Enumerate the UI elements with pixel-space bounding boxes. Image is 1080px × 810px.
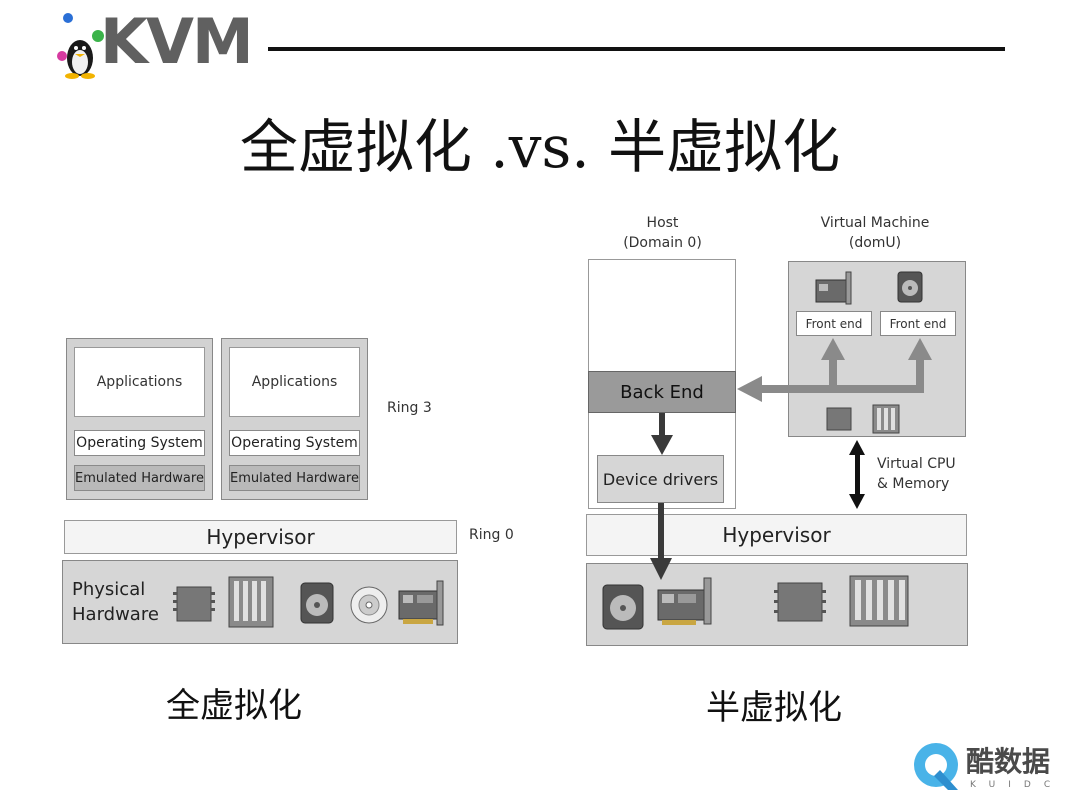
- vm-2: Applications Operating System Emulated H…: [221, 338, 368, 500]
- watermark-logo: 酷数据 KUIDC: [912, 738, 1072, 798]
- vm-1: Applications Operating System Emulated H…: [66, 338, 213, 500]
- network-card-icon: [398, 580, 444, 626]
- vm-hard-disk-icon: [897, 271, 923, 303]
- applications-box-1: Applications: [74, 347, 205, 417]
- ring3-label: Ring 3: [387, 400, 432, 416]
- kvm-logo: [48, 10, 108, 80]
- hard-disk-icon: [300, 582, 334, 624]
- hypervisor-box-full: Hypervisor: [64, 520, 457, 554]
- vm-memory-icon: [872, 404, 900, 434]
- device-drivers-box: Device drivers: [597, 455, 724, 503]
- full-virt-caption: 全虚拟化: [166, 686, 302, 726]
- phys-network-card-icon: [657, 577, 712, 625]
- emulated-hardware-box-2: Emulated Hardware: [229, 465, 360, 491]
- frontend-to-backend-arrows: [737, 338, 932, 402]
- front-end-box-1: Front end: [796, 311, 872, 336]
- virtual-cpu-memory-label: Virtual CPU & Memory: [877, 456, 956, 492]
- header-rule: [268, 47, 1005, 51]
- virtual-machine-label: Virtual Machine (domU): [820, 215, 930, 251]
- os-box-1: Operating System: [74, 430, 205, 456]
- watermark-q-icon: [914, 743, 958, 790]
- back-end-box: Back End: [588, 371, 736, 413]
- hardware-icons: [173, 576, 444, 628]
- physical-hardware-box: Physical Hardware: [62, 560, 458, 644]
- watermark-sub: KUIDC: [970, 780, 1064, 790]
- vm-network-card-icon: [815, 271, 852, 305]
- vcpu-double-arrow: [849, 440, 865, 509]
- vm-cpu-chip-icon: [826, 407, 852, 431]
- memory-icon: [228, 576, 274, 628]
- cd-disc-icon: [350, 586, 388, 624]
- emulated-hardware-box-1: Emulated Hardware: [74, 465, 205, 491]
- os-box-2: Operating System: [229, 430, 360, 456]
- ring0-label: Ring 0: [469, 527, 514, 543]
- hypervisor-box-para: Hypervisor: [586, 514, 967, 556]
- cpu-chip-icon: [173, 586, 215, 622]
- para-virt-caption: 半虚拟化: [706, 688, 842, 728]
- page-title: 全虚拟化 .vs. 半虚拟化: [239, 113, 841, 181]
- host-label: Host (Domain 0): [623, 215, 702, 251]
- phys-memory-icon: [849, 575, 909, 627]
- watermark-text: 酷数据: [966, 745, 1051, 778]
- applications-box-2: Applications: [229, 347, 360, 417]
- tux-penguin-icon: [57, 13, 104, 79]
- logo-text: KVM: [100, 5, 254, 78]
- phys-hard-disk-icon: [602, 584, 644, 630]
- backend-to-driver-arrow: [651, 413, 673, 455]
- physical-hardware-label: Physical Hardware: [72, 579, 159, 625]
- front-end-box-2: Front end: [880, 311, 956, 336]
- phys-cpu-chip-icon: [774, 582, 826, 622]
- driver-to-hardware-arrow: [650, 503, 672, 580]
